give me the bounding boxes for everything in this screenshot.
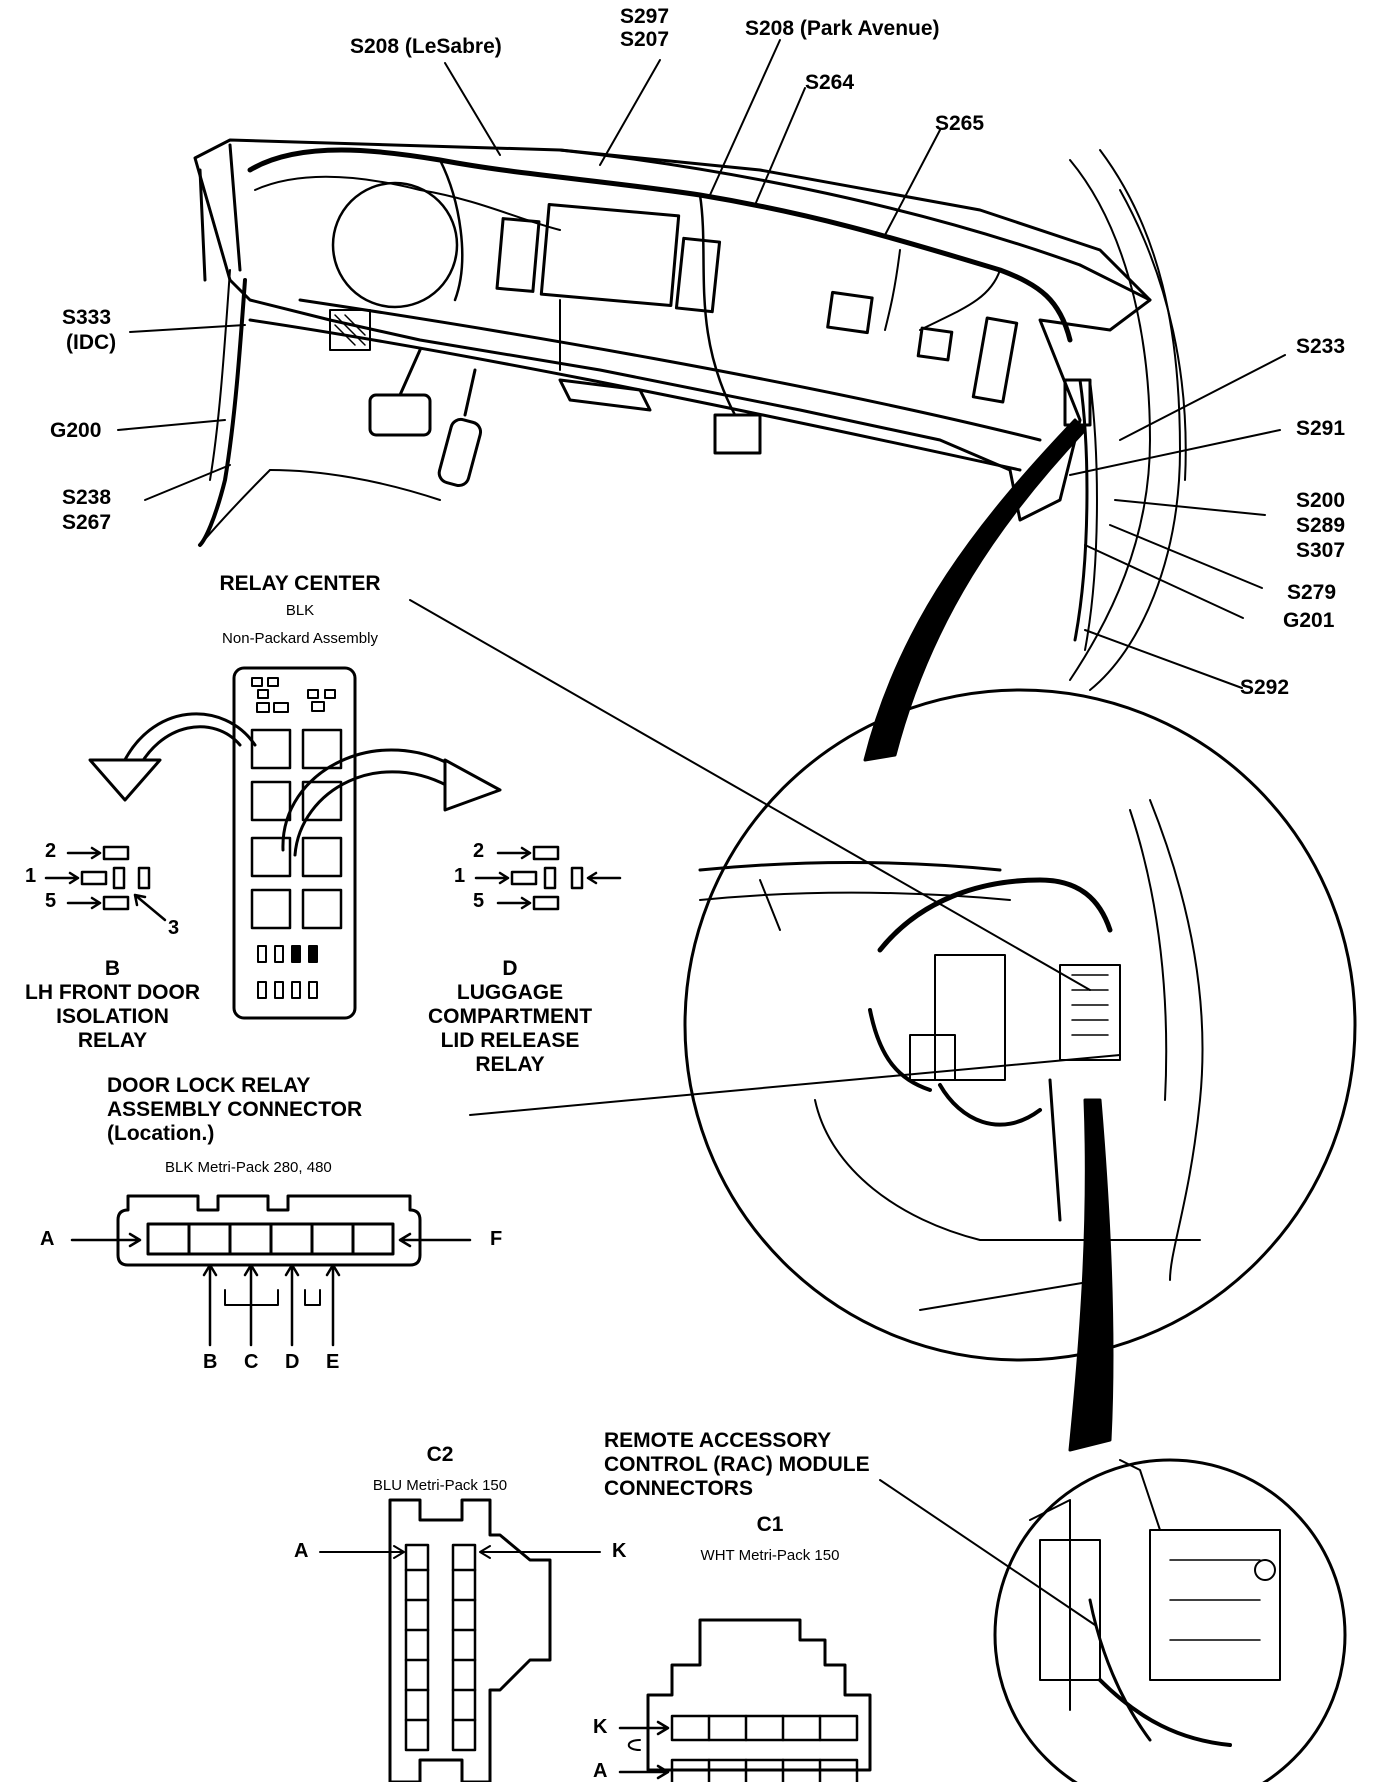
label-s200: S200 (1296, 489, 1346, 512)
door-lock-pin-f: F (490, 1228, 503, 1250)
label-idc: (IDC) (66, 331, 117, 354)
label-s333: S333 (62, 306, 112, 329)
door-lock-pin-d: D (285, 1351, 300, 1373)
label-s292: S292 (1240, 676, 1290, 699)
relay-d-letter: D (502, 957, 518, 980)
relay-b-letter: B (104, 957, 121, 980)
relay-b-line3: RELAY (77, 1029, 148, 1052)
rac-line1: REMOTE ACCESSORY (604, 1429, 832, 1452)
label-s267: S267 (62, 511, 112, 534)
door-lock-pin-c: C (244, 1351, 259, 1373)
relay-center-color: BLK (285, 602, 315, 619)
rac-line2: CONTROL (RAC) MODULE (604, 1453, 870, 1476)
label-s279: S279 (1287, 581, 1337, 604)
c1-name: C1 (756, 1513, 784, 1536)
c1-pin-k: K (593, 1716, 608, 1738)
door-lock-connector (70, 1194, 472, 1347)
magnified-view-rac-module (993, 1458, 1347, 1782)
door-lock-pin-e: E (326, 1351, 340, 1373)
door-lock-pin-a: A (40, 1228, 55, 1250)
relay-d-pinout (474, 845, 622, 911)
magnified-view-relay-area (683, 688, 1357, 1362)
rac-line3: CONNECTORS (604, 1477, 753, 1500)
relay-b-pin-2: 2 (45, 840, 57, 862)
label-s307: S307 (1296, 539, 1346, 562)
instrument-panel-drawing (117, 39, 1286, 1626)
relay-center-block (232, 666, 357, 1020)
curved-arrow-left (118, 712, 257, 772)
relay-d-line3: LID RELEASE (440, 1029, 580, 1052)
relay-center-assembly: Non-Packard Assembly (222, 630, 378, 647)
label-s265: S265 (935, 112, 985, 135)
door-lock-line1: DOOR LOCK RELAY (107, 1074, 311, 1097)
relay-d-pin-2: 2 (473, 840, 485, 862)
relay-b-pin-5: 5 (45, 890, 57, 912)
label-g201: G201 (1283, 609, 1335, 632)
relay-b-pinout (44, 845, 167, 922)
label-s233: S233 (1296, 335, 1346, 358)
relay-b-pin-1: 1 (25, 865, 37, 887)
callout-wedge-lower (1068, 1098, 1114, 1452)
label-g200: G200 (50, 419, 102, 442)
relay-b-pin-3: 3 (168, 917, 180, 939)
relay-d-line1: LUGGAGE (456, 981, 564, 1004)
c2-pin-a: A (294, 1540, 309, 1562)
c2-name: C2 (426, 1443, 454, 1466)
label-s289: S289 (1296, 514, 1346, 537)
c1-pin-a: A (593, 1760, 608, 1782)
c1-type: WHT Metri-Pack 150 (700, 1547, 840, 1564)
relay-b-line2: ISOLATION (56, 1005, 169, 1028)
callout-wedge-upper (863, 418, 1087, 762)
door-lock-type: BLK Metri-Pack 280, 480 (165, 1159, 332, 1176)
relay-center-title: RELAY CENTER (219, 572, 381, 595)
label-s291: S291 (1296, 417, 1346, 440)
label-s238: S238 (62, 486, 112, 509)
curved-arrow-right (281, 748, 462, 852)
label-s297: S297 (620, 5, 670, 28)
label-s208-lesabre: S208 (LeSabre) (350, 35, 502, 58)
c2-pin-k: K (612, 1540, 627, 1562)
c1-connector (618, 1618, 872, 1782)
door-lock-pin-b: B (203, 1351, 218, 1373)
relay-d-pin-5: 5 (473, 890, 485, 912)
relay-d-line2: COMPARTMENT (427, 1005, 593, 1028)
label-s207: S207 (620, 28, 670, 51)
relay-b-line1: LH FRONT DOOR (25, 981, 200, 1004)
relay-d-pin-1: 1 (454, 865, 466, 887)
c2-connector (319, 1498, 601, 1782)
relay-d-line4: RELAY (475, 1053, 545, 1076)
door-lock-line2: ASSEMBLY CONNECTOR (107, 1098, 363, 1121)
label-s208-park-avenue: S208 (Park Avenue) (745, 17, 940, 40)
label-s264: S264 (805, 71, 855, 94)
door-lock-line3: (Location.) (107, 1122, 215, 1145)
c2-type: BLU Metri-Pack 150 (372, 1477, 508, 1494)
